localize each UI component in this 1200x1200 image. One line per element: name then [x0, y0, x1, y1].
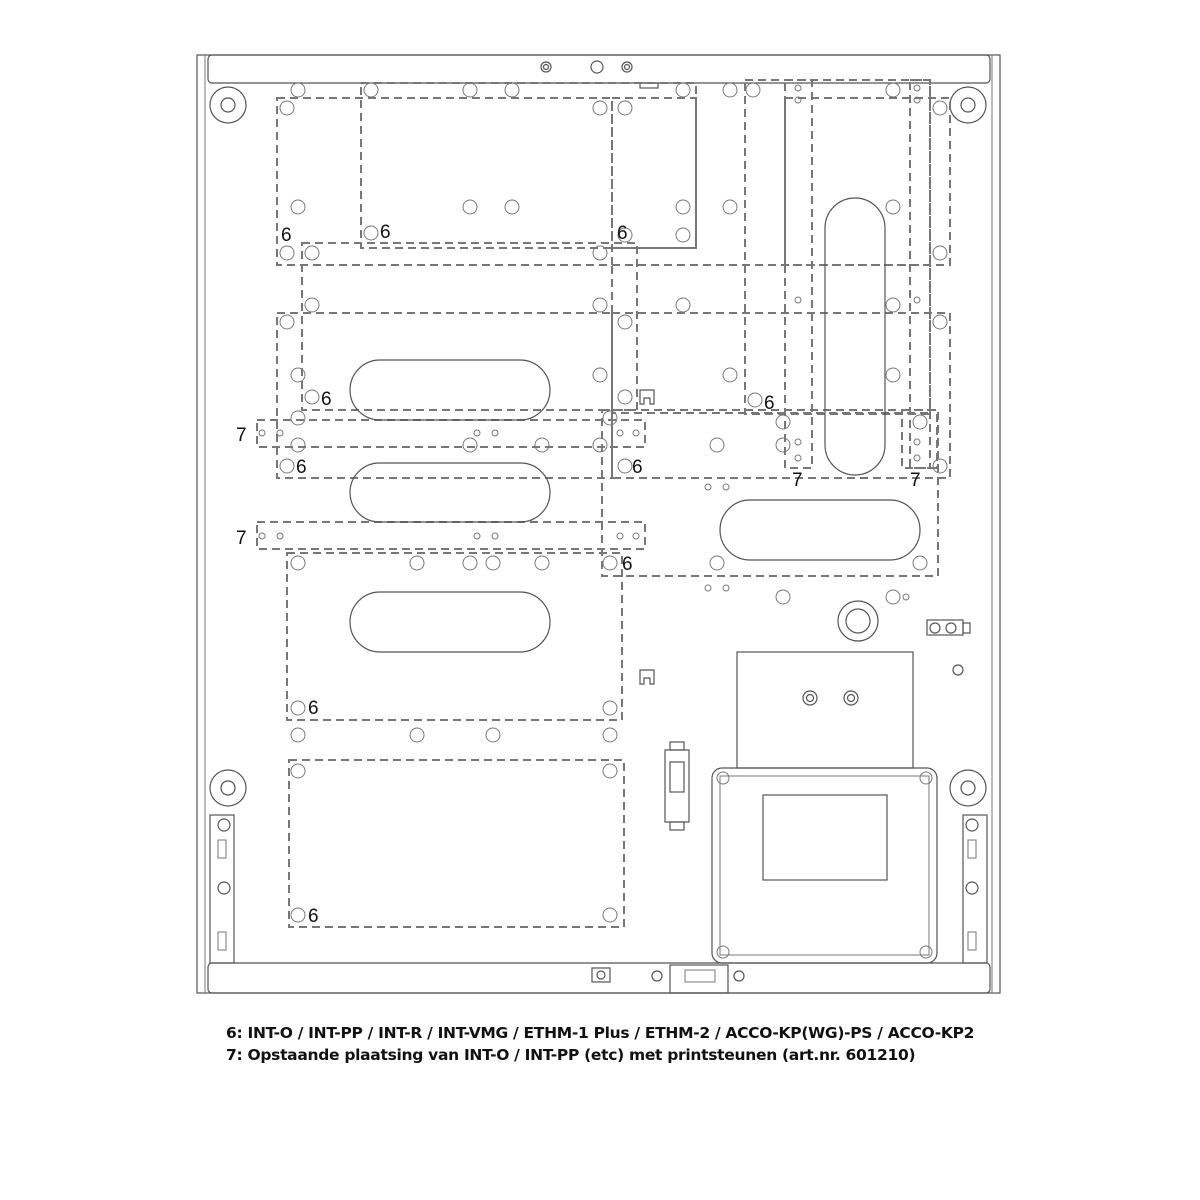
label-6: 6	[321, 389, 332, 410]
label-7: 7	[792, 470, 803, 491]
label-6: 6	[308, 698, 319, 719]
label-6: 6	[380, 222, 391, 243]
legend-line-6: 6: INT-O / INT-PP / INT-R / INT-VMG / ET…	[226, 1024, 975, 1042]
corner-mounting-rings	[209, 86, 987, 807]
top-connectors	[540, 60, 659, 89]
mounting-holes	[258, 82, 948, 923]
power-components	[639, 389, 971, 964]
label-6: 6	[296, 457, 307, 478]
label-6: 6	[281, 225, 292, 246]
label-6: 6	[632, 457, 643, 478]
module-labels-7: 7 7 7 7	[236, 425, 921, 549]
legend-line-7: 7: Opstaande plaatsing van INT-O / INT-P…	[226, 1046, 916, 1064]
label-6: 6	[617, 223, 628, 244]
module-labels-6: 6 6 6 6 6 6 6 6 6 6	[281, 222, 775, 927]
bottom-connectors	[591, 964, 745, 994]
label-7: 7	[236, 425, 247, 446]
label-7: 7	[910, 470, 921, 491]
label-6: 6	[764, 393, 775, 414]
label-6: 6	[622, 554, 633, 575]
label-6: 6	[308, 906, 319, 927]
legend-caption: 6: INT-O / INT-PP / INT-R / INT-VMG / ET…	[226, 1022, 974, 1066]
label-7: 7	[236, 528, 247, 549]
enclosure-outline	[196, 54, 1001, 994]
side-brackets	[209, 814, 988, 964]
cable-slots	[349, 197, 921, 653]
board-outlines-dashed	[256, 79, 951, 928]
